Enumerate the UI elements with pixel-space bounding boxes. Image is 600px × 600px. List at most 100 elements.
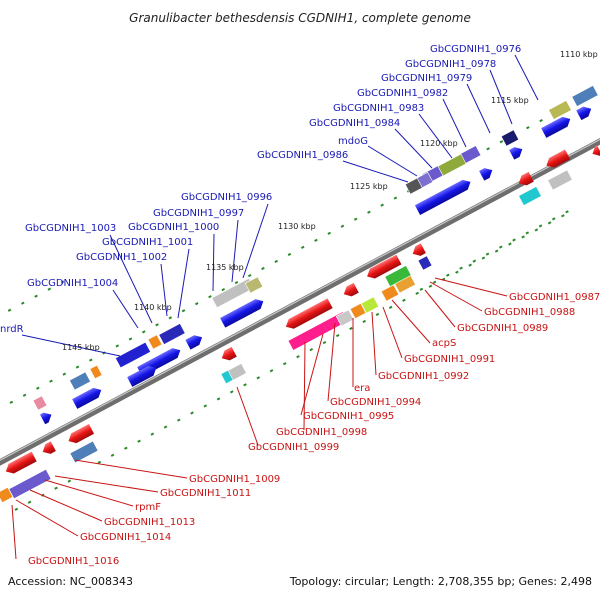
label-leader-line — [303, 341, 306, 431]
tick-mark — [551, 217, 556, 221]
reverse-gene-box — [518, 186, 542, 206]
forward-gene-arrow — [40, 412, 52, 425]
tick-mark — [499, 140, 504, 144]
tick-mark — [349, 326, 353, 331]
tick-mark — [229, 390, 234, 394]
gene-label: GbCGDNIH1_1001 — [102, 237, 193, 248]
reverse-gene-box-box — [547, 169, 573, 191]
reverse-gene-box — [417, 255, 433, 271]
reverse-gene-box — [360, 296, 380, 314]
tick-mark — [327, 231, 331, 235]
tick-mark — [428, 284, 433, 288]
label-leader-line — [371, 311, 377, 376]
tick-mark — [256, 376, 261, 380]
label-leader-line — [11, 504, 17, 560]
gene-label: mdoG — [338, 136, 368, 147]
label-leader-line — [177, 248, 190, 319]
label-leader-line — [327, 322, 336, 402]
tick-mark — [60, 280, 65, 284]
tick-mark — [203, 404, 208, 408]
tick-mark — [27, 500, 32, 504]
forward-gene-box — [158, 323, 186, 345]
tick-mark — [512, 238, 516, 242]
reverse-gene-labels: GbCGDNIH1_0987 GbCGDNIH1_0988 GbCGDNIH1_… — [28, 292, 600, 567]
label-leader-line — [391, 299, 431, 344]
reverse-gene-arrow — [68, 424, 95, 444]
tick-mark — [115, 344, 120, 348]
tick-mark — [287, 252, 292, 256]
kbp-label: 1110 kbp — [560, 50, 598, 59]
label-leader-line — [418, 113, 453, 159]
label-leader-line — [29, 489, 103, 522]
tick-mark — [521, 235, 525, 239]
tick-mark — [168, 316, 173, 320]
label-leaders — [11, 54, 539, 560]
kbp-label: 1120 kbp — [420, 139, 458, 148]
forward-gene-arrow-arrow — [127, 365, 157, 387]
reverse-gene-arrow-arrow — [42, 441, 56, 454]
reverse-gene-box — [349, 302, 367, 320]
tick-mark — [455, 270, 459, 274]
reverse-gene-box-box — [335, 309, 355, 327]
tick-mark — [128, 337, 133, 341]
forward-gene-box — [89, 364, 103, 380]
reverse-gene-arrow — [221, 346, 237, 361]
tick-mark — [150, 432, 155, 436]
tick-mark — [208, 295, 212, 299]
forward-gene-box-box — [147, 334, 163, 350]
gene-label: GbCGDNIH1_0982 — [357, 88, 448, 99]
tick-mark — [314, 238, 318, 242]
tick-mark — [402, 298, 406, 302]
gene-label: rpmF — [135, 502, 161, 513]
gene-label: GbCGDNIH1_0984 — [309, 118, 400, 129]
forward-gene-arrow-arrow — [576, 106, 592, 121]
label-leader-line — [160, 263, 168, 317]
tick-mark — [498, 245, 503, 249]
forward-gene-box — [500, 129, 520, 147]
tick-mark — [36, 386, 40, 390]
label-leader-line — [212, 233, 215, 292]
reverse-gene-box — [335, 309, 355, 327]
tick-mark — [62, 372, 67, 376]
forward-gene-box-box — [89, 364, 103, 380]
reverse-gene-arrow — [5, 451, 37, 474]
tick-mark — [181, 309, 186, 313]
gene-label: GbCGDNIH1_1009 — [189, 474, 280, 485]
reverse-gene-box — [0, 486, 14, 504]
label-leader-line — [342, 160, 409, 183]
forward-gene-box-box — [548, 100, 572, 120]
tick-mark — [494, 249, 499, 253]
tick-mark — [247, 273, 252, 278]
gene-label: GbCGDNIH1_0986 — [257, 150, 348, 161]
label-leader-line — [424, 289, 456, 328]
reverse-gene-arrow — [367, 254, 402, 279]
tick-mark — [525, 231, 530, 235]
forward-gene-box-box — [244, 276, 264, 294]
tick-mark — [468, 263, 472, 267]
kbp-label: 1115 kbp — [491, 96, 529, 105]
gene-label: GbCGDNIH1_0978 — [405, 59, 496, 70]
tick-mark — [34, 294, 38, 298]
accession-text: Accession: NC_008343 — [8, 575, 134, 588]
forward-gene-arrow-arrow — [414, 179, 471, 215]
reverse-gene-box — [384, 265, 412, 287]
gene-label: GbCGDNIH1_1000 — [128, 222, 219, 233]
tick-mark — [547, 221, 552, 225]
gene-label: GbCGDNIH1_0998 — [276, 427, 367, 438]
forward-gene-arrow — [220, 299, 264, 328]
reverse-gene-box — [547, 169, 573, 191]
tick-mark — [261, 266, 265, 271]
tick-mark — [375, 312, 380, 316]
tick-mark — [67, 479, 72, 483]
tick-mark — [561, 214, 565, 218]
label-leader-line — [489, 69, 513, 125]
forward-gene-arrow — [185, 335, 203, 350]
forward-gene-arrow-arrow — [40, 412, 52, 425]
label-leader-line — [442, 98, 467, 148]
gene-features — [0, 85, 600, 504]
tick-mark — [216, 397, 221, 401]
reverse-gene-box-box — [220, 369, 234, 385]
gene-label: GbCGDNIH1_1016 — [28, 556, 119, 567]
label-leader-line — [367, 145, 418, 177]
reverse-gene-box-box — [360, 296, 380, 314]
